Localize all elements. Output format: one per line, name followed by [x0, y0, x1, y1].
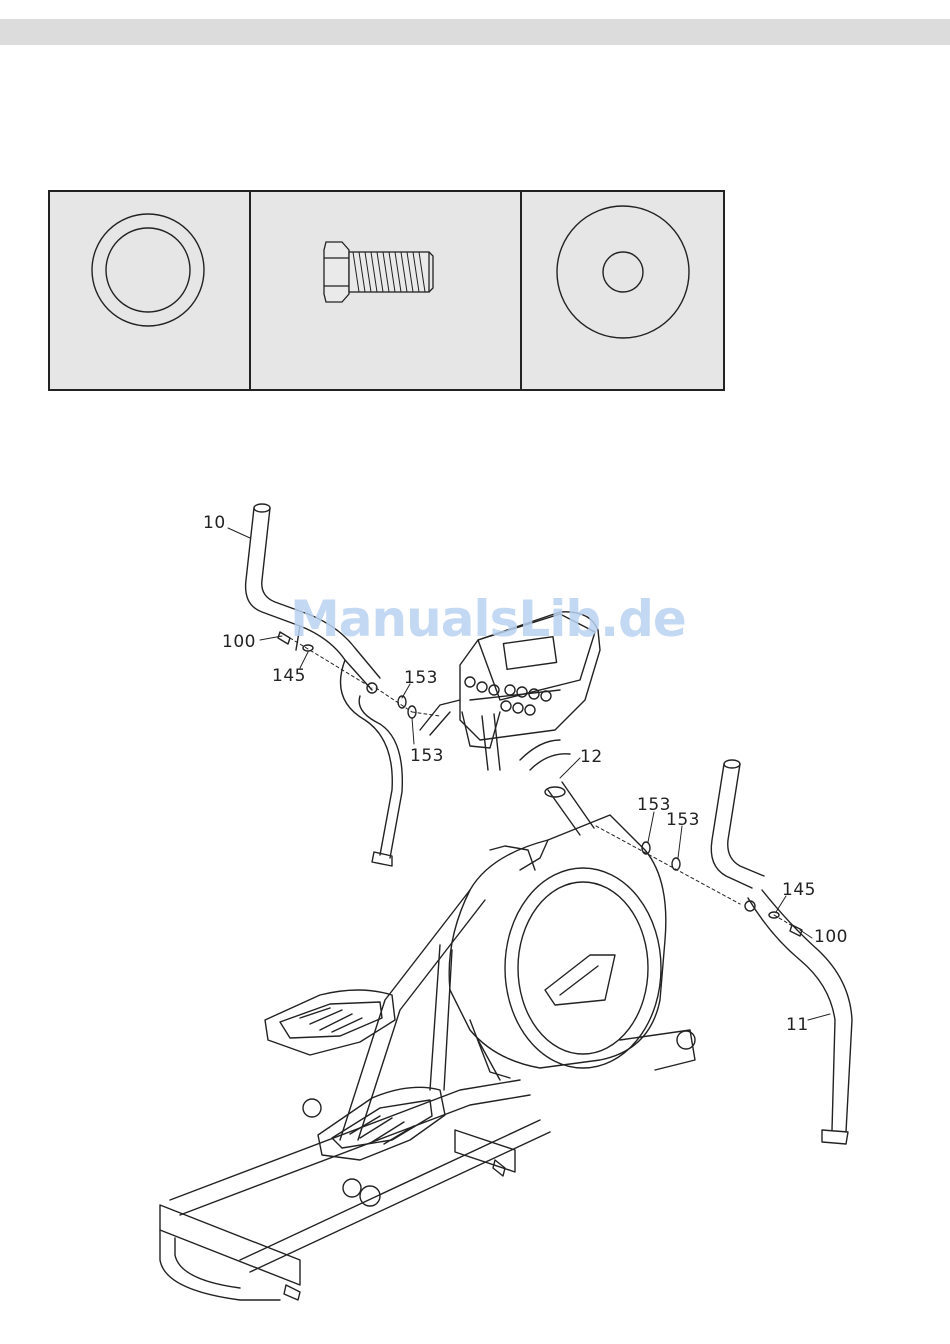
flat-washer-icon: [557, 206, 689, 338]
callout-153-left-bottom: 153: [410, 746, 444, 766]
header-bar: [0, 19, 950, 45]
watermark-text: ManualsLib.de: [290, 590, 686, 648]
right-pedal-part: [318, 1087, 445, 1160]
callout-11: 11: [786, 1015, 809, 1035]
callout-145-left: 145: [272, 666, 306, 686]
callout-145-right: 145: [782, 880, 816, 900]
hardware-parts-table: [48, 190, 725, 391]
base-frame-part: [160, 1030, 695, 1300]
alignment-lines: [290, 638, 796, 928]
hardware-parts-exploded: [278, 632, 802, 936]
callout-12: 12: [580, 747, 603, 767]
right-handlebar-part: [711, 760, 852, 1144]
callout-153-left-top: 153: [404, 668, 438, 688]
callout-153-right-b: 153: [666, 810, 700, 830]
callout-100-right: 100: [814, 927, 848, 947]
ring-washer-icon: [92, 214, 204, 326]
left-handlebar-part: [246, 504, 403, 866]
left-pedal-part: [265, 990, 395, 1055]
callout-100-left: 100: [222, 632, 256, 652]
hardware-parts-drawing: [50, 192, 723, 389]
hex-bolt-icon: [324, 242, 433, 302]
callout-10: 10: [203, 513, 226, 533]
